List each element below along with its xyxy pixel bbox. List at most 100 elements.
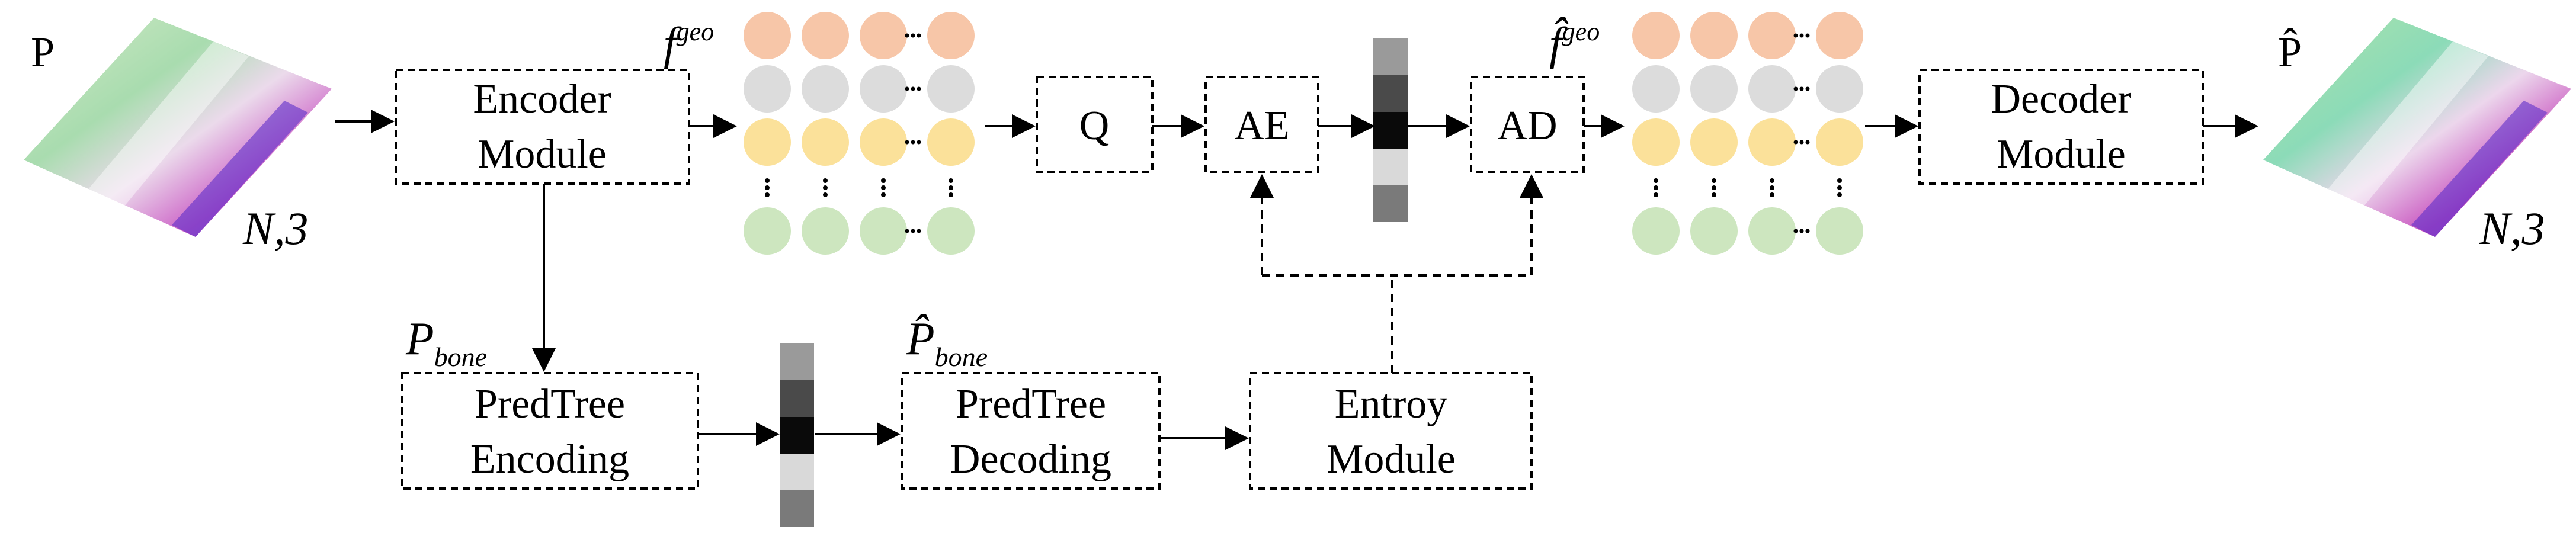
decoder-label-2: Module [1997, 131, 2126, 177]
ellipsis-dot [881, 185, 886, 190]
ellipsis-dot [905, 140, 909, 145]
input-label: P [31, 28, 55, 76]
ellipsis-dot [917, 140, 921, 145]
ellipsis-dot [1770, 192, 1774, 197]
encoder-module-box: Encoder Module [395, 69, 690, 185]
ellipsis-dot [1837, 192, 1842, 197]
feature-cell [1816, 65, 1863, 113]
bitstream-bottom [780, 343, 814, 527]
ellipsis-dot [1799, 140, 1804, 145]
ellipsis-dot [1805, 33, 1810, 38]
ellipsis-dot [1837, 185, 1842, 190]
ae-label: AE [1234, 103, 1289, 149]
ellipsis-dot [1712, 178, 1716, 183]
feature-cell [802, 207, 849, 255]
feature-cell [744, 118, 791, 166]
ellipsis-dot [1793, 33, 1798, 38]
ellipsis-dot [1805, 140, 1810, 145]
ellipsis-dot [1793, 229, 1798, 233]
ellipsis-dot [765, 192, 770, 197]
feature-cell [1816, 207, 1863, 255]
bit-segment [780, 380, 814, 417]
quantizer-label: Q [1079, 103, 1110, 149]
bit-segment [1373, 112, 1408, 149]
ellipsis-dot [1712, 192, 1716, 197]
encoder-label-1: Encoder [473, 76, 611, 122]
feature-matrix-geo [744, 12, 975, 255]
predtree-dec-label-1: PredTree [956, 381, 1106, 427]
feature-cell [1690, 12, 1738, 59]
p-bone-label: Pbone [405, 313, 487, 372]
encoder-label-2: Module [478, 131, 607, 177]
ellipsis-dot [823, 185, 828, 190]
ellipsis-dot [917, 33, 921, 38]
arithmetic-encoder-box: AE [1204, 76, 1319, 173]
predtree-enc-label-2: Encoding [470, 436, 629, 482]
ellipsis-dot [1837, 178, 1842, 183]
output-label: P̂ [2278, 28, 2302, 76]
feature-cell [1632, 65, 1680, 113]
ellipsis-dot [1805, 86, 1810, 91]
feature-cell [860, 65, 907, 113]
ellipsis-dot [905, 33, 909, 38]
feature-cell [1748, 65, 1796, 113]
ellipsis-dot [1793, 140, 1798, 145]
output-shape-label: N,3 [2479, 203, 2545, 254]
decoder-label-1: Decoder [1991, 76, 2131, 122]
entropy-module-box: Entroy Module [1249, 372, 1533, 490]
ellipsis-dot [1799, 33, 1804, 38]
ellipsis-dot [949, 192, 953, 197]
ellipsis-dot [911, 140, 915, 145]
feature-cell [744, 207, 791, 255]
ellipsis-dot [1799, 229, 1804, 233]
arithmetic-decoder-box: AD [1470, 76, 1585, 173]
output-point-cloud [2263, 18, 2571, 237]
feature-cell [1690, 65, 1738, 113]
feature-cell [1632, 207, 1680, 255]
quantizer-box: Q [1036, 76, 1154, 173]
bit-segment [780, 343, 814, 380]
input-shape-label: N,3 [242, 203, 309, 254]
feature-cell [802, 12, 849, 59]
feature-cell [1748, 118, 1796, 166]
ellipsis-dot [949, 185, 953, 190]
predtree-decoding-box: PredTree Decoding [901, 372, 1161, 490]
predtree-encoding-box: PredTree Encoding [401, 372, 699, 490]
bit-segment [1373, 149, 1408, 185]
p-bone-hat-label: P̂bone [906, 313, 988, 372]
ellipsis-dot [881, 178, 886, 183]
ellipsis-dot [823, 192, 828, 197]
feature-cell [860, 12, 907, 59]
feature-cell [744, 65, 791, 113]
f-geo-hat-label: f̂geo [1549, 17, 1600, 69]
ad-label: AD [1497, 103, 1557, 149]
ellipsis-dot [823, 178, 828, 183]
bitstream-top [1373, 38, 1408, 222]
predtree-enc-label-1: PredTree [475, 381, 625, 427]
f-geo-label: fgeo [664, 17, 714, 69]
dashed-entropy-links [1250, 174, 1543, 373]
feature-matrix-geo-hat [1632, 12, 1863, 255]
feature-cell [744, 12, 791, 59]
feature-cell [1632, 118, 1680, 166]
ellipsis-dot [911, 86, 915, 91]
decoder-module-box: Decoder Module [1918, 69, 2204, 185]
ellipsis-dot [1770, 178, 1774, 183]
feature-cell [1748, 207, 1796, 255]
ellipsis-dot [911, 229, 915, 233]
feature-cell [927, 207, 975, 255]
entropy-label-1: Entroy [1335, 381, 1448, 427]
feature-cell [1816, 12, 1863, 59]
ellipsis-dot [905, 86, 909, 91]
arrows [335, 110, 2258, 450]
feature-cell [1690, 207, 1738, 255]
feature-cell [802, 118, 849, 166]
ellipsis-dot [1805, 229, 1810, 233]
ellipsis-dot [1654, 178, 1658, 183]
ellipsis-dot [881, 192, 886, 197]
input-point-cloud [24, 18, 332, 237]
ellipsis-dot [949, 178, 953, 183]
feature-cell [860, 207, 907, 255]
predtree-dec-label-2: Decoding [950, 436, 1111, 482]
feature-cell [927, 118, 975, 166]
